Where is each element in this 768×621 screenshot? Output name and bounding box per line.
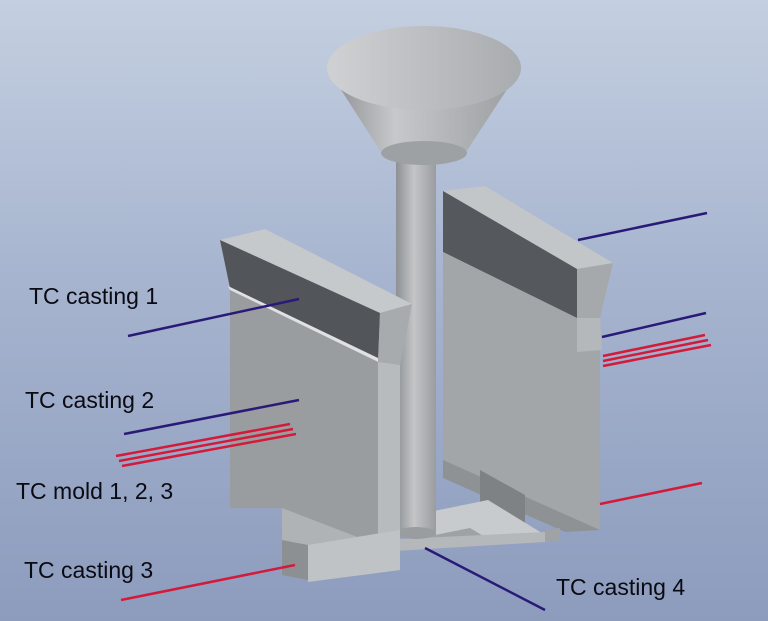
tc-casting-3-probe xyxy=(120,563,296,602)
right-upper-probe xyxy=(577,211,708,242)
tc-mold-label: TC mold 1, 2, 3 xyxy=(16,478,174,504)
tc-casting-2-label: TC casting 2 xyxy=(25,387,155,413)
tc-lines xyxy=(115,211,712,612)
right-casting-block xyxy=(443,186,613,532)
tc-mold-1-2-3-probes xyxy=(115,422,297,468)
right-mid-probe xyxy=(601,311,707,339)
tc-casting-1-probe xyxy=(127,297,300,338)
tc-casting-1-label: TC casting 1 xyxy=(29,283,159,309)
tc-casting-3-label: TC casting 3 xyxy=(24,557,154,583)
tc-casting-2-probe xyxy=(123,398,300,436)
pouring-cup xyxy=(327,26,521,165)
right-mold-probes xyxy=(602,333,712,368)
tc-casting-4-probe xyxy=(424,546,546,612)
right-lower-probe xyxy=(599,481,703,506)
sprue xyxy=(396,150,436,539)
left-casting-block xyxy=(220,229,412,582)
tc-casting-4-label: TC casting 4 xyxy=(556,574,686,600)
